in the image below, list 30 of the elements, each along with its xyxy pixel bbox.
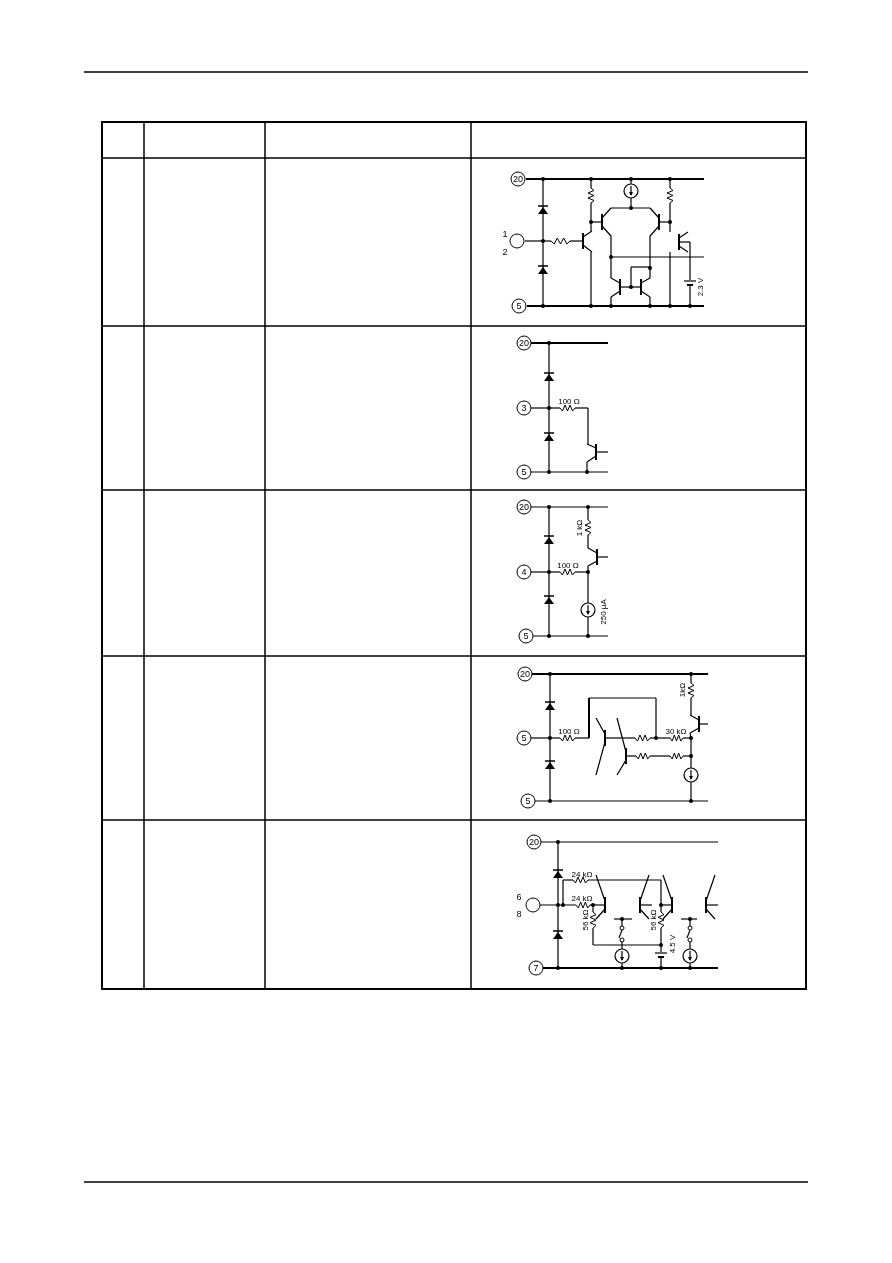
resistor-value: 56 kΩ [580, 909, 590, 931]
pin-number: 5 [516, 301, 522, 311]
pin-number: 4 [521, 567, 527, 577]
voltage-label: 2.3 V [695, 277, 705, 297]
pin-number: 5 [523, 631, 529, 641]
pin-number: 6 [516, 892, 522, 902]
pin-number: 8 [516, 909, 522, 919]
pin-number: 2 [502, 247, 508, 257]
resistor-value: 1kΩ [677, 682, 687, 698]
resistor-value: 100 Ω [558, 396, 580, 406]
pin-number: 20 [520, 669, 530, 679]
pin-number: 20 [519, 502, 529, 512]
resistor-value: 30 kΩ [665, 726, 687, 736]
current-label: 250 µA [598, 599, 608, 625]
resistor-value: 56 kΩ [648, 909, 658, 931]
resistor-value: 24 kΩ [571, 869, 593, 879]
resistor-value: 24 kΩ [571, 893, 593, 903]
pin-number: 7 [533, 963, 539, 973]
pin-number: 5 [521, 733, 527, 743]
resistor-value: 100 Ω [558, 726, 580, 736]
voltage-label: 4.5 V [667, 934, 677, 954]
pin-number: 3 [521, 403, 527, 413]
pin-number: 20 [513, 174, 523, 184]
resistor-value: 1 kΩ [574, 519, 584, 537]
pin-number: 20 [529, 837, 539, 847]
pin-number: 1 [502, 229, 508, 239]
pin-number: 5 [525, 796, 531, 806]
pin-number: 5 [521, 467, 527, 477]
pin-number: 20 [519, 338, 529, 348]
resistor-value: 100 Ω [557, 560, 579, 570]
